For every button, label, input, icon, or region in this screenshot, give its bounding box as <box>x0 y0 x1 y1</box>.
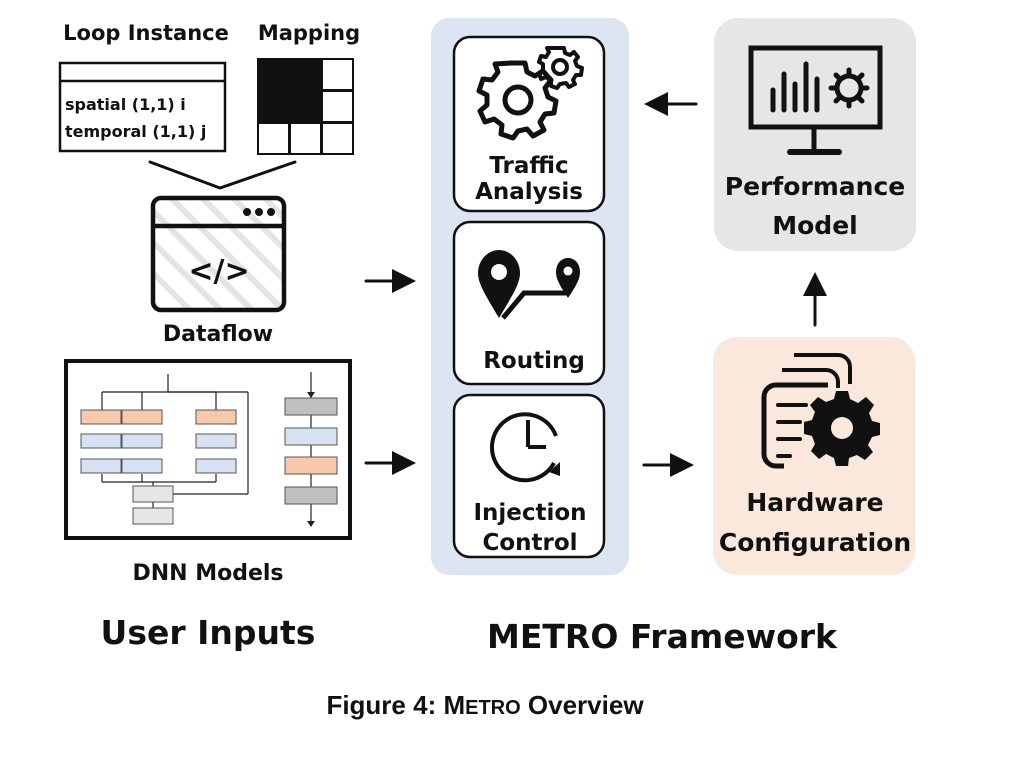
metro-framework-label: METRO Framework <box>487 617 838 656</box>
dataflow-label: Dataflow <box>163 322 273 347</box>
dnn-models-panel <box>64 359 352 540</box>
mapping-cell <box>289 90 322 123</box>
performance-model-box: Performance Model <box>714 18 916 251</box>
performance-model-line1: Performance <box>725 172 905 201</box>
monitor-chart-icon <box>748 45 883 155</box>
mapping-cell <box>257 90 290 123</box>
code-window-icon: </> <box>150 195 287 313</box>
routing-label: Routing <box>483 348 585 374</box>
hardware-configuration-line1: Hardware <box>746 488 883 517</box>
mapping-cell <box>289 58 322 91</box>
mapping-cell <box>289 122 322 155</box>
route-pins-icon <box>478 250 580 320</box>
caption-name-initial: M <box>443 690 465 720</box>
user-inputs-label: User Inputs <box>101 613 316 652</box>
traffic-analysis-line2: Analysis <box>475 179 583 205</box>
loop-instance-card: spatial (1,1) i temporal (1,1) j <box>58 61 227 153</box>
injection-control-box: Injection Control <box>452 393 606 559</box>
mapping-cell <box>321 90 354 123</box>
traffic-analysis-line1: Traffic <box>489 153 568 179</box>
mapping-cell <box>321 58 354 91</box>
mapping-grid <box>257 58 354 155</box>
performance-model-line2: Model <box>772 211 857 240</box>
inputs-merge-connector <box>148 160 297 190</box>
gears-icon <box>476 46 584 141</box>
hardware-configuration-box: Hardware Configuration <box>713 337 915 575</box>
loop-instance-line-spatial: spatial (1,1) i <box>65 95 186 114</box>
injection-control-line1: Injection <box>473 500 586 526</box>
caption-suffix: Overview <box>521 690 645 720</box>
clock-icon <box>490 412 560 483</box>
code-glyph: </> <box>188 254 249 289</box>
figure-caption: Figure 4: METRO Overview <box>326 690 644 720</box>
mapping-cell <box>257 122 290 155</box>
mapping-cell <box>321 122 354 155</box>
caption-prefix: Figure 4: <box>326 690 443 720</box>
dnn-models-label: DNN Models <box>132 561 283 586</box>
mapping-cell <box>257 58 290 91</box>
documents-gear-icon <box>761 353 880 469</box>
loop-instance-line-temporal: temporal (1,1) j <box>65 122 206 141</box>
traffic-analysis-box: Traffic Analysis <box>452 35 606 213</box>
loop-instance-title: Loop Instance <box>63 21 229 45</box>
routing-box: Routing <box>452 220 606 386</box>
mapping-title: Mapping <box>258 21 360 45</box>
caption-name-rest: ETRO <box>465 697 521 719</box>
injection-control-line2: Control <box>482 530 577 556</box>
hardware-configuration-line2: Configuration <box>719 528 911 557</box>
